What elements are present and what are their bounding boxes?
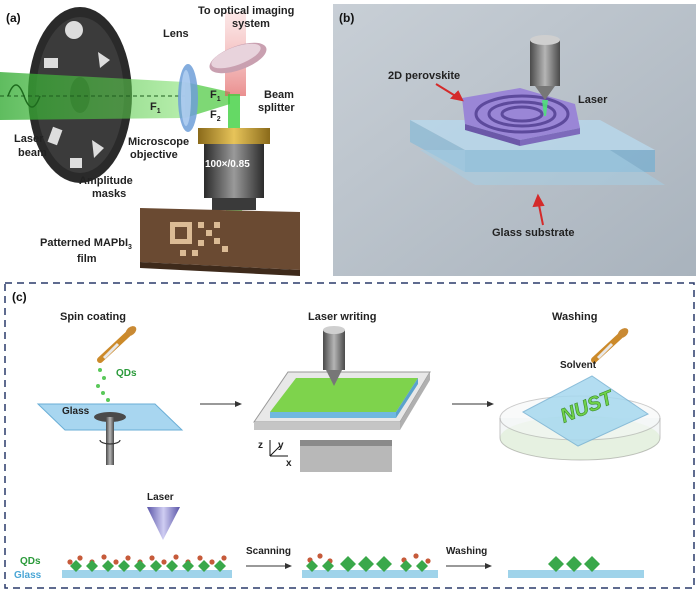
label-laser-beam-1: Laser [14, 133, 44, 145]
label-2d-perovskite: 2D perovskite [388, 70, 460, 82]
label-f2: F2 [210, 109, 221, 123]
step-laser-writing: Laser writing [308, 311, 376, 323]
label-qds-bottom: QDs [20, 556, 41, 567]
lens [178, 64, 198, 132]
process-arrow-washing [446, 563, 492, 569]
label-scanning: Scanning [246, 546, 291, 557]
label-microscope-2: objective [130, 149, 178, 161]
label-glass-substrate: Glass substrate [492, 227, 575, 239]
label-patterned-1: Patterned MAPbI3 [40, 237, 132, 251]
label-beam-splitter-2: splitter [258, 102, 295, 114]
panel-c: (c) Spin coating Laser writing Washing Q… [4, 282, 695, 589]
bottom-laser-cone [147, 507, 180, 540]
step-spin-coating: Spin coating [60, 311, 126, 323]
label-f1-right: F1 [210, 89, 221, 103]
label-solvent: Solvent [560, 360, 597, 371]
patterned-film [140, 208, 300, 276]
process-arrow-scanning [246, 563, 292, 569]
label-laser-beam-2: beam [18, 147, 47, 159]
laser-head [530, 35, 560, 116]
panel-a-tag: (a) [6, 11, 21, 25]
panel-b-tag: (b) [339, 11, 354, 25]
label-lens: Lens [163, 28, 189, 40]
axis-indicator [269, 440, 288, 457]
label-glass: Glass [62, 406, 90, 417]
panel-c-border [4, 282, 695, 589]
label-patterned-2: film [77, 253, 97, 265]
label-f1-left: F1 [150, 101, 161, 115]
panel-a: (a) [0, 5, 300, 276]
label-amplitude-1: Amplitude [79, 175, 133, 187]
axis-x-label: x [286, 458, 292, 469]
objective-spec: 100×/0.85 [205, 159, 250, 170]
perovskite-rings [474, 94, 570, 134]
label-to-optical-1: To optical imaging [198, 5, 294, 17]
label-beam-splitter-1: Beam [264, 89, 294, 101]
label-qds: QDs [116, 368, 137, 379]
axis-z-label: z [258, 440, 263, 451]
washing-scene [499, 328, 661, 461]
panel-b: (b) 2D perovskite Laser [333, 4, 696, 276]
step-washing: Washing [552, 311, 597, 323]
label-laser-bottom: Laser [147, 492, 174, 503]
label-amplitude-2: masks [92, 188, 126, 200]
label-glass-bottom: Glass [14, 570, 42, 581]
panel-c-tag: (c) [12, 290, 27, 304]
glass-substrate-bottom [420, 150, 665, 185]
label-washing-bottom: Washing [446, 546, 487, 557]
process-arrow-1 [200, 401, 242, 407]
spin-coating-scene [36, 326, 184, 465]
process-arrow-2 [452, 401, 494, 407]
microscope-objective: 100×/0.85 [198, 128, 270, 210]
bottom-stage-1 [62, 554, 232, 578]
bottom-stage-3 [508, 556, 644, 578]
label-to-optical-2: system [232, 18, 270, 30]
annotation-arrows [435, 83, 545, 226]
axis-y-label: y [278, 440, 284, 451]
label-microscope-1: Microscope [128, 136, 189, 148]
bottom-stage-2 [302, 553, 438, 578]
beam-splitter [209, 12, 267, 96]
laser-writing-stage [253, 326, 431, 472]
label-laser-b: Laser [578, 94, 608, 106]
